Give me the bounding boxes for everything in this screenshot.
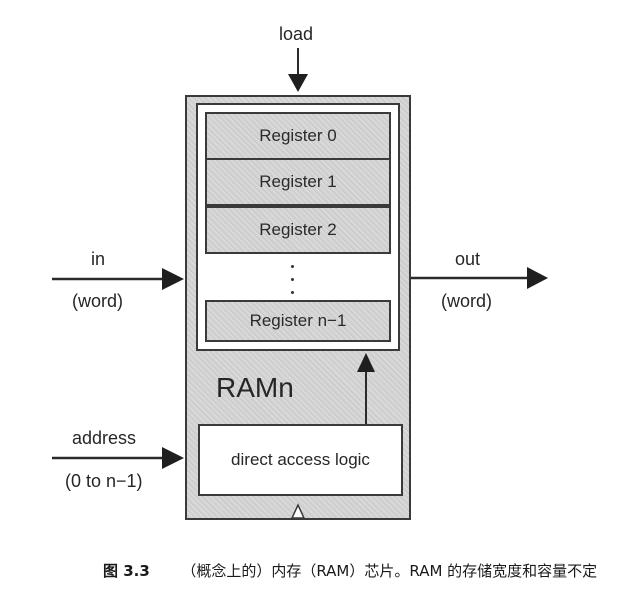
register-2-label: Register 2 <box>259 220 337 239</box>
in-label: in <box>91 249 106 269</box>
register-n-minus-1-label: Register n−1 <box>249 311 347 330</box>
figure-caption: 图 3.3 （概念上的）内存（RAM）芯片。RAM 的存储宽度和容量不定 <box>103 560 597 581</box>
figure-number: 图 3.3 <box>103 562 150 580</box>
address-label: address <box>72 428 137 448</box>
load-arrow <box>288 48 308 92</box>
in-type-label: (word) <box>72 291 124 311</box>
out-label: out <box>455 249 481 269</box>
out-type-label: (word) <box>441 291 493 311</box>
register-n-minus-1: Register n−1 <box>205 300 391 342</box>
in-arrow <box>52 268 184 290</box>
register-0: Register 0 <box>205 112 391 160</box>
direct-access-logic-block: direct access logic <box>198 424 403 496</box>
direct-access-logic-label: direct access logic <box>231 450 370 469</box>
register-1-label: Register 1 <box>259 172 337 191</box>
ellipsis-dot <box>291 265 294 268</box>
out-arrow <box>411 267 548 289</box>
chip-name-label: RAMn <box>216 372 294 403</box>
figure-caption-text: （概念上的）内存（RAM）芯片。RAM 的存储宽度和容量不定 <box>181 562 598 580</box>
clock-triangle-icon <box>290 503 306 519</box>
logic-to-registers-arrow <box>357 353 375 424</box>
ellipsis-dot <box>291 291 294 294</box>
register-0-label: Register 0 <box>259 126 337 145</box>
ellipsis-dot <box>291 278 294 281</box>
load-label: load <box>279 24 314 44</box>
address-arrow <box>52 447 184 469</box>
register-2: Register 2 <box>205 206 391 254</box>
address-range-label: (0 to n−1) <box>65 471 143 491</box>
register-1: Register 1 <box>205 158 391 206</box>
